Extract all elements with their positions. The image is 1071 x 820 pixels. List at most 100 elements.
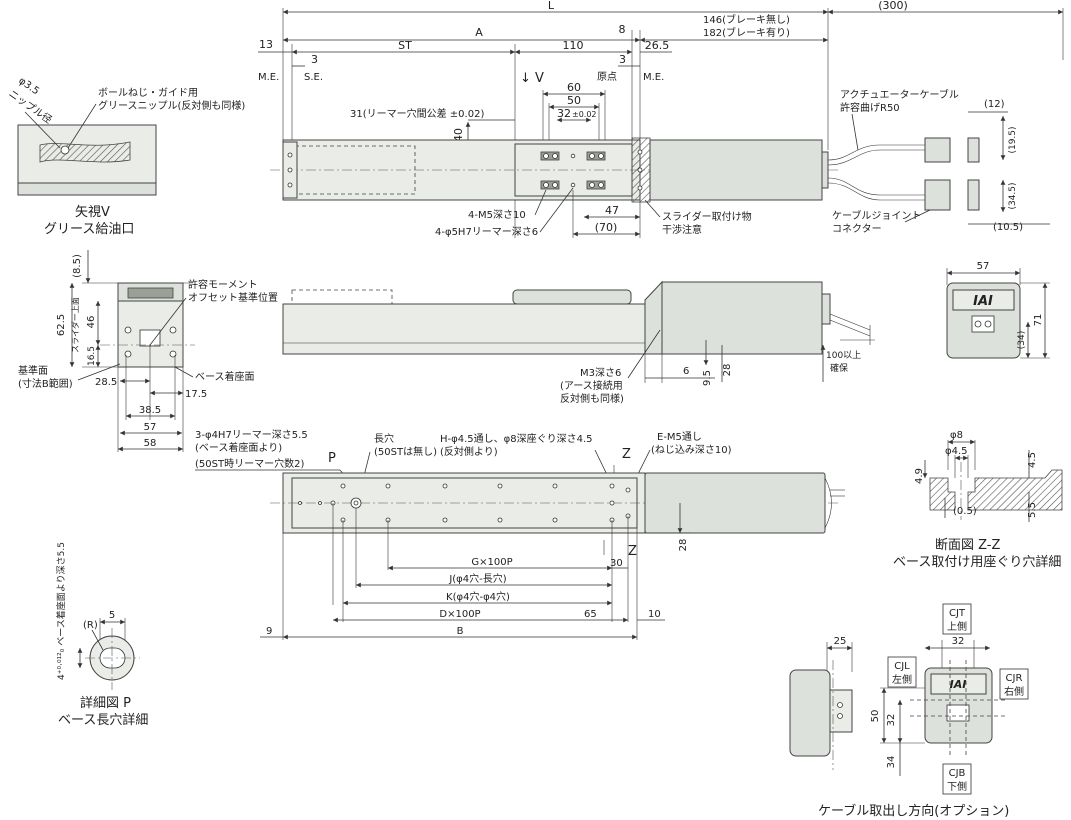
label-R: (R) bbox=[83, 620, 98, 631]
dim-K: K(φ4穴-φ4穴) bbox=[446, 590, 510, 603]
dim-17-5: 17.5 bbox=[185, 389, 207, 400]
middle-side-view: M3深さ6 (アース接続用 反対側も同様) 6 9.5 28 100以上 確保 bbox=[282, 280, 875, 405]
connector-upper bbox=[924, 137, 951, 163]
view-v-title-1: 矢視V bbox=[75, 205, 110, 220]
top-view: L (300) A 8 146(ブレーキ無し) 182(ブレーキ有り) ST 1… bbox=[258, 0, 1064, 238]
note-m3-1: M3深さ6 bbox=[580, 367, 621, 379]
dim-60: 60 bbox=[567, 81, 581, 94]
label-ballscrew-2: グリースニップル(反対側も同様) bbox=[98, 99, 245, 112]
dim-9-5: 9.5 bbox=[702, 370, 713, 386]
cjl-box bbox=[887, 656, 917, 688]
dim-34-cable: 34 bbox=[886, 756, 897, 769]
dim-J: J(φ4穴-長穴) bbox=[448, 572, 506, 585]
dim-3b: 3 bbox=[619, 53, 626, 66]
label-cjb-2: 下側 bbox=[947, 780, 967, 793]
note-m3-2: (アース接続用 bbox=[560, 379, 623, 392]
label-cjr-1: CJR bbox=[1006, 673, 1023, 684]
note-cable-2: 許容曲げR50 bbox=[840, 101, 900, 114]
dim-5-p: 5 bbox=[109, 610, 115, 621]
label-Z-top: Z bbox=[622, 447, 631, 462]
dim-B: B bbox=[457, 626, 464, 637]
label-Z-bottom: Z bbox=[628, 544, 637, 559]
note-joint-2: コネクター bbox=[832, 223, 882, 235]
note-m3-3: 反対側も同様) bbox=[560, 392, 624, 405]
note-E-1: E-M5通し bbox=[657, 431, 702, 443]
note-m5: 4-M5深さ10 bbox=[468, 209, 526, 221]
dim-71: 71 bbox=[1033, 314, 1044, 327]
label-me-right: M.E. bbox=[643, 72, 664, 83]
dim-100-b: 確保 bbox=[830, 362, 848, 374]
note-moment-2: オフセット基準位置 bbox=[188, 291, 278, 304]
label-ballscrew-1: ボールねじ・ガイド用 bbox=[98, 87, 198, 99]
dim-57: 57 bbox=[144, 422, 157, 433]
dim-38-5: 38.5 bbox=[139, 405, 161, 416]
dim-47: 47 bbox=[605, 204, 619, 217]
section-zz: φ8 φ4.5 4.9 4.5 (0.5) 5.5 断面図 Z-Z ベース取付け… bbox=[893, 430, 1063, 570]
dim-70: (70) bbox=[595, 221, 618, 234]
detail-p: 5 (R) 4⁺⁰·⁰¹²₀ ベース着座面より深さ5.5 詳細図 P ベース長穴… bbox=[55, 542, 148, 728]
dim-65: 65 bbox=[584, 609, 597, 620]
detail-p-title-2: ベース長穴詳細 bbox=[58, 712, 148, 728]
dim-10: 10 bbox=[648, 609, 661, 620]
dim-50: 50 bbox=[567, 94, 581, 107]
note-H-1: H-φ4.5通し、φ8深座ぐり深さ4.5 bbox=[440, 432, 593, 445]
arrow-v: ↓ V bbox=[520, 71, 544, 86]
label-cjt-2: 上側 bbox=[947, 620, 967, 633]
dim-182: 182(ブレーキ有り) bbox=[703, 26, 790, 39]
note-slot-1: 長穴 bbox=[374, 432, 394, 445]
dim-ST: ST bbox=[398, 39, 412, 52]
dim-L: L bbox=[548, 0, 555, 12]
dim-28-bottom: 28 bbox=[678, 539, 689, 552]
dim-32b-cable: 32 bbox=[886, 714, 897, 727]
dim-34-end: (34) bbox=[1017, 331, 1027, 349]
note-phi5: 4-φ5H7リーマー深さ6 bbox=[435, 226, 538, 238]
dim-300: (300) bbox=[878, 0, 908, 12]
body-side bbox=[282, 303, 646, 355]
note-slider-1: スライダー取付け物 bbox=[662, 210, 752, 223]
dim-5-5: 5.5 bbox=[1027, 502, 1038, 518]
dim-26-5: 26.5 bbox=[645, 39, 670, 52]
dim-25-cable: 25 bbox=[834, 636, 847, 647]
dim-8-5: (8.5) bbox=[72, 254, 83, 278]
dim-46: 46 bbox=[86, 316, 97, 329]
label-origin: 原点 bbox=[597, 71, 617, 83]
dim-p-depth: 4⁺⁰·⁰¹²₀ ベース着座面より深さ5.5 bbox=[55, 542, 67, 680]
section-z-title-2: ベース取付け用座ぐり穴詳細 bbox=[893, 554, 1061, 570]
slider-holes bbox=[540, 151, 606, 190]
motor-top bbox=[649, 139, 823, 201]
bottom-view: 3-φ4H7リーマー深さ5.5 (ベース着座面より) (50ST時リーマー穴数2… bbox=[195, 429, 845, 640]
view-v: φ3.5 ニップル径 ボールねじ・ガイド用 グリースニップル(反対側も同様) 矢… bbox=[6, 75, 245, 237]
dim-G: G×100P bbox=[471, 557, 512, 568]
end-view-right: 57 IAI 71 (34) bbox=[946, 261, 1050, 359]
dim-16-5: 16.5 bbox=[87, 346, 97, 366]
note-reamer-3: (50ST時リーマー穴数2) bbox=[195, 457, 304, 470]
section-z-title-1: 断面図 Z-Z bbox=[935, 538, 1001, 553]
label-ref-2: (寸法B範囲) bbox=[18, 377, 73, 390]
dim-A: A bbox=[475, 26, 483, 39]
end-logo: IAI bbox=[973, 294, 993, 309]
label-cjl-2: 左側 bbox=[892, 673, 912, 686]
label-se: S.E. bbox=[304, 72, 323, 83]
dim-4-9: 4.9 bbox=[914, 468, 925, 484]
cable-option-view: 25 CJT 上側 32 CJL 左側 CJR 右側 IAI 50 32 3 bbox=[789, 603, 1029, 819]
note-E-2: (ねじ込み深さ10) bbox=[651, 444, 732, 456]
dim-phi4-5: φ4.5 bbox=[945, 446, 968, 457]
dim-146: 146(ブレーキ無し) bbox=[703, 13, 790, 26]
dim-110: 110 bbox=[563, 39, 584, 52]
label-slider-top: スライダー上面 bbox=[70, 297, 80, 353]
note-H-2: (反対側より) bbox=[440, 445, 498, 458]
dim-32-tol: ±0.02 bbox=[572, 110, 597, 119]
connector-lower bbox=[924, 179, 951, 211]
dim-30: 30 bbox=[610, 558, 623, 569]
label-ref-1: 基準面 bbox=[18, 364, 48, 377]
detail-p-title-1: 詳細図 P bbox=[80, 695, 131, 711]
note-reamer-31: 31(リーマー穴間公差 ±0.02) bbox=[350, 107, 484, 120]
cjt-box bbox=[942, 603, 972, 635]
dim-phi8: φ8 bbox=[950, 430, 963, 441]
dim-32: 32 bbox=[557, 107, 571, 120]
dim-34-5: (34.5) bbox=[1008, 182, 1018, 209]
dim-10-5: (10.5) bbox=[993, 222, 1023, 233]
dim-D: D×100P bbox=[439, 609, 480, 620]
dim-13: 13 bbox=[259, 38, 273, 51]
